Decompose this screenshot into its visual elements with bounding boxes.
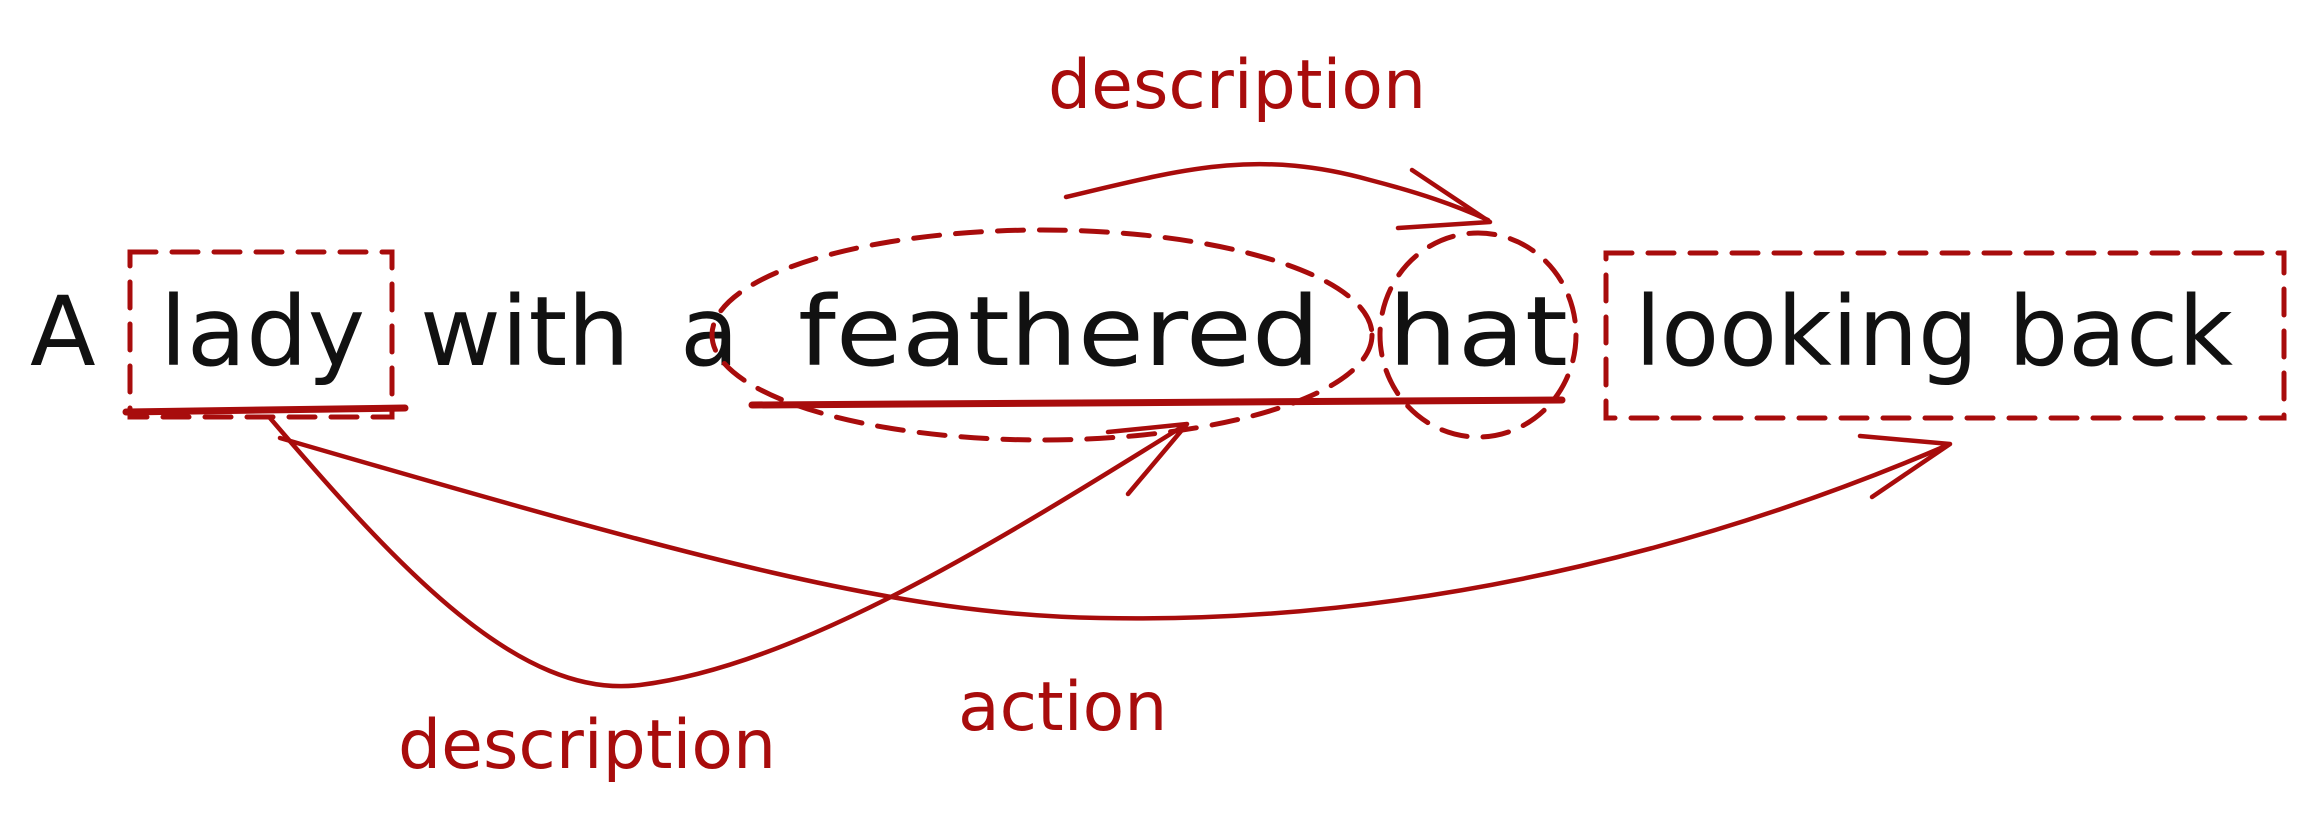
relation-labels: description description action <box>398 46 1426 785</box>
label-action: action <box>958 668 1167 747</box>
word-feathered: feathered <box>798 276 1320 388</box>
label-description-top: description <box>1048 46 1426 125</box>
word-lady: lady <box>160 276 365 388</box>
arrowhead-looking-back <box>1857 433 1953 500</box>
word-looking-back: looking back <box>1635 276 2233 388</box>
looking-back-dashed-box <box>1603 250 2287 421</box>
word-with: with <box>420 276 630 388</box>
arrow-lady-to-feathered <box>267 415 1188 689</box>
sentence: A lady with a feathered hat looking back <box>30 276 2233 388</box>
arrowhead-hat <box>1395 167 1493 231</box>
arrow-feathered-to-hat <box>1063 161 1491 223</box>
feathered-dashed-ellipse <box>709 227 1375 443</box>
word-a: A <box>30 276 96 388</box>
arrowhead-feathered <box>1105 421 1190 497</box>
label-description-bottom: description <box>398 706 776 785</box>
word-hat: hat <box>1388 276 1568 388</box>
feathered-hat-underline <box>748 396 1566 409</box>
lady-underline <box>122 404 409 416</box>
lady-dashed-box <box>127 249 395 420</box>
relation-arrows <box>267 161 1953 689</box>
hat-dashed-ellipse <box>1377 230 1579 440</box>
arrow-lady-to-looking-back <box>277 435 1951 621</box>
highlights <box>122 227 2287 443</box>
